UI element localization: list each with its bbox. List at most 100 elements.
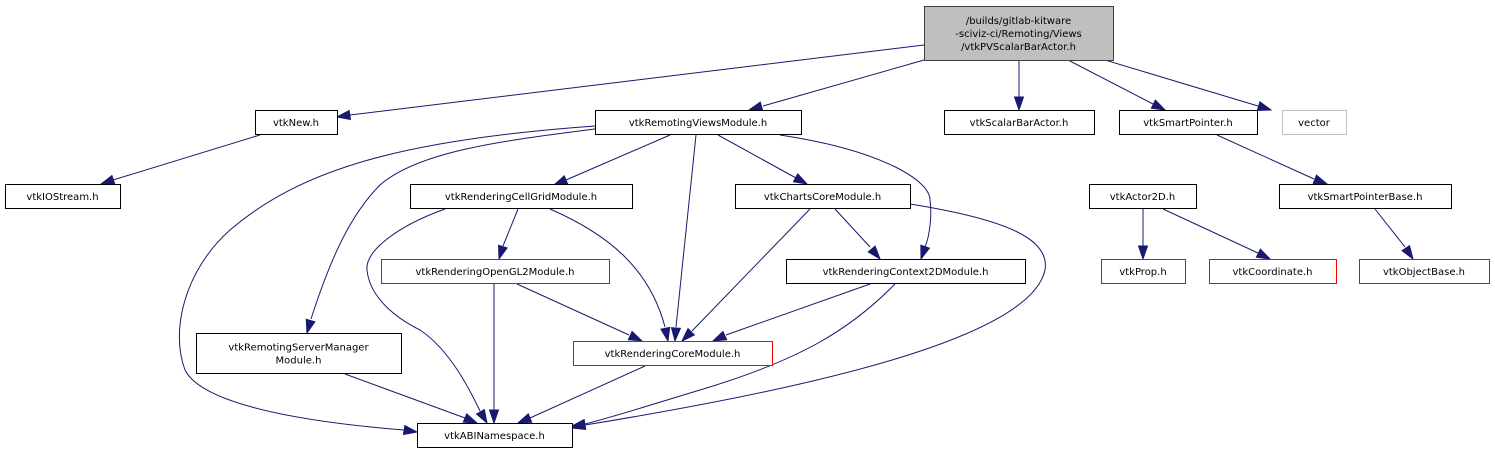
- edge-line: [529, 365, 646, 419]
- edge-vtkChartsCoreModule-to-vtkRenderingContext2DModule: [834, 208, 881, 261]
- edge-vtkRemotingViewsModule-to-vtkChartsCoreModule: [717, 134, 809, 185]
- node-label: vtkSmartPointerBase.h: [1308, 192, 1423, 203]
- node-vtkNew[interactable]: vtkNew.h: [255, 110, 338, 135]
- node-label: vtkProp.h: [1119, 267, 1166, 278]
- edge-vtkRemotingViewsModule-to-vtkRenderingCellGridModule: [552, 134, 671, 186]
- node-label: vtkRenderingContext2DModule.h: [823, 267, 989, 278]
- edge-vtkRemotingViewsModule-to-vtkRemotingServerManagerModule: [305, 128, 596, 335]
- edge-line: [1067, 59, 1154, 105]
- node-box[interactable]: [1359, 259, 1490, 284]
- node-vtkABINamespace[interactable]: vtkABINamespace.h: [417, 423, 573, 448]
- edge-line: [584, 283, 896, 425]
- edge-line: [762, 59, 925, 107]
- node-box[interactable]: [1089, 184, 1197, 209]
- edge-line: [1216, 134, 1315, 180]
- node-vtkRenderingOpenGL2Module[interactable]: vtkRenderingOpenGL2Module.h: [381, 259, 610, 284]
- edge-line: [349, 44, 925, 116]
- node-label: vtkABINamespace.h: [444, 431, 545, 442]
- node-vtkRemotingViewsModule[interactable]: vtkRemotingViewsModule.h: [595, 110, 802, 135]
- edge-root-to-vtkScalarBarActor: [1013, 60, 1025, 112]
- edge-line: [366, 208, 481, 412]
- edge-line: [516, 283, 630, 336]
- edge-line: [310, 128, 596, 320]
- arrowhead-icon: [670, 327, 682, 343]
- node-box[interactable]: [196, 333, 402, 374]
- edge-line: [779, 134, 932, 248]
- node-box[interactable]: [1279, 184, 1452, 209]
- node-vtkActor2D[interactable]: vtkActor2D.h: [1089, 184, 1197, 209]
- edge-vtkRenderingContext2DModule-to-vtkABINamespace: [570, 283, 896, 430]
- edge-line: [549, 208, 666, 328]
- edge-vtkRenderingCellGridModule-to-vtkRenderingOpenGL2Module: [497, 208, 519, 261]
- node-label: /builds/gitlab-kitware: [966, 16, 1071, 27]
- edge-line: [1104, 59, 1259, 107]
- edge-vtkSmartPointer-to-vtkSmartPointerBase: [1216, 134, 1329, 185]
- node-box[interactable]: [735, 184, 911, 209]
- edge-vtkNew-to-vtkIOStream: [99, 134, 261, 185]
- node-box[interactable]: [1209, 259, 1337, 284]
- node-box[interactable]: [381, 259, 610, 284]
- node-vtkScalarBarActor[interactable]: vtkScalarBarActor.h: [944, 110, 1095, 135]
- arrowhead-icon: [920, 244, 931, 261]
- arrowhead-icon: [570, 418, 587, 430]
- node-box[interactable]: [417, 423, 573, 448]
- node-box[interactable]: [5, 184, 121, 209]
- edges-layer: [99, 44, 1414, 436]
- edge-line: [344, 373, 466, 419]
- edge-vtkRemotingViewsModule-to-vtkRenderingCoreModule: [670, 134, 697, 343]
- node-box[interactable]: [924, 6, 1114, 61]
- edge-vtkRenderingCellGridModule-to-vtkRenderingCoreModule: [549, 208, 671, 343]
- node-vtkProp[interactable]: vtkProp.h: [1101, 259, 1186, 284]
- node-label: vtkNew.h: [273, 118, 319, 129]
- arrowhead-icon: [1013, 96, 1025, 112]
- node-vtkRenderingCoreModule[interactable]: vtkRenderingCoreModule.h: [573, 341, 773, 366]
- edge-line: [834, 208, 871, 248]
- node-box[interactable]: [1282, 110, 1347, 135]
- node-vtkObjectBase[interactable]: vtkObjectBase.h: [1359, 259, 1490, 284]
- edge-vtkChartsCoreModule-to-vtkRenderingCoreModule: [680, 208, 811, 343]
- arrowhead-icon: [1137, 245, 1149, 261]
- edge-line: [112, 134, 261, 181]
- node-vtkChartsCoreModule[interactable]: vtkChartsCoreModule.h: [735, 184, 911, 209]
- node-root[interactable]: /builds/gitlab-kitware-sciviz-ci/Remotin…: [924, 6, 1114, 61]
- node-vtkRenderingCellGridModule[interactable]: vtkRenderingCellGridModule.h: [410, 184, 633, 209]
- node-vtkIOStream[interactable]: vtkIOStream.h: [5, 184, 121, 209]
- edge-line: [502, 208, 519, 247]
- edge-vtkRenderingCoreModule-to-vtkABINamespace: [516, 365, 646, 424]
- node-box[interactable]: [944, 110, 1095, 135]
- edge-line: [584, 203, 1046, 426]
- edge-vtkRenderingOpenGL2Module-to-vtkRenderingCoreModule: [516, 283, 644, 342]
- node-label: vtkScalarBarActor.h: [970, 118, 1069, 129]
- node-vtkRenderingContext2DModule[interactable]: vtkRenderingContext2DModule.h: [786, 259, 1026, 284]
- nodes-layer: /builds/gitlab-kitware-sciviz-ci/Remotin…: [5, 6, 1490, 448]
- arrowhead-icon: [516, 413, 533, 424]
- edge-vtkRenderingContext2DModule-to-vtkRenderingCoreModule: [711, 283, 871, 342]
- arrowhead-icon: [867, 245, 881, 261]
- node-label: vtkChartsCoreModule.h: [764, 192, 881, 203]
- edge-root-to-vtkNew: [335, 44, 925, 121]
- edge-line: [675, 134, 697, 328]
- node-box[interactable]: [410, 184, 633, 209]
- edge-vtkRemotingViewsModule-to-vtkABINamespace: [178, 125, 596, 436]
- edge-vtkActor2D-to-vtkProp: [1137, 209, 1149, 261]
- node-box[interactable]: [595, 110, 802, 135]
- node-box[interactable]: [255, 110, 338, 135]
- node-label: vtkRemotingViewsModule.h: [629, 118, 767, 129]
- node-box[interactable]: [573, 341, 773, 366]
- node-vector[interactable]: vector: [1282, 110, 1347, 135]
- node-box[interactable]: [1101, 259, 1186, 284]
- node-vtkSmartPointer[interactable]: vtkSmartPointer.h: [1119, 110, 1258, 135]
- node-box[interactable]: [786, 259, 1026, 284]
- node-label: Module.h: [276, 356, 322, 367]
- node-label: vtkRenderingOpenGL2Module.h: [416, 267, 575, 278]
- edge-vtkActor2D-to-vtkCoordinate: [1162, 208, 1272, 260]
- edge-vtkRenderingCellGridModule-to-vtkABINamespace: [366, 208, 488, 425]
- edge-line: [717, 134, 797, 179]
- node-vtkSmartPointerBase[interactable]: vtkSmartPointerBase.h: [1279, 184, 1452, 209]
- node-vtkCoordinate[interactable]: vtkCoordinate.h: [1209, 259, 1337, 284]
- arrowhead-icon: [402, 424, 419, 436]
- edge-vtkChartsCoreModule-to-vtkABINamespace: [570, 203, 1046, 431]
- arrowhead-icon: [680, 327, 696, 343]
- node-box[interactable]: [1119, 110, 1258, 135]
